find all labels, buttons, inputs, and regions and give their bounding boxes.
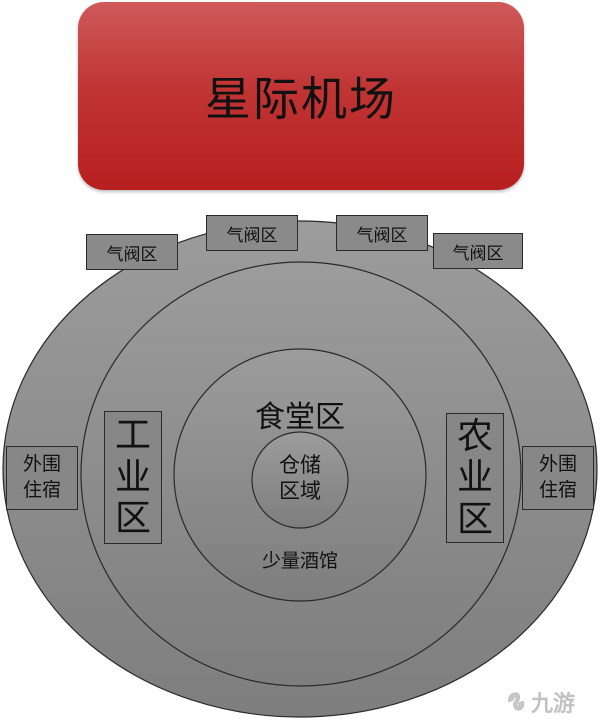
watermark: 九游 — [505, 686, 575, 718]
valve-zone-1: 气阀区 — [86, 234, 178, 270]
valve-zone-label: 气阀区 — [452, 243, 504, 264]
agriculture-zone-box: 农业区 — [446, 413, 504, 543]
valve-zone-label: 气阀区 — [226, 225, 278, 246]
industrial-zone-label: 工业区 — [115, 415, 152, 540]
watermark-text: 九游 — [531, 692, 576, 717]
watermark-logo-icon — [508, 692, 525, 711]
valve-zone-label: 气阀区 — [106, 244, 158, 265]
valve-zone-3: 气阀区 — [336, 215, 428, 251]
valve-zone-4: 气阀区 — [433, 233, 523, 269]
tavern-label: 少量酒馆 — [261, 550, 338, 572]
outer-housing-right-label: 外围住宿 — [538, 453, 577, 501]
outer-housing-left-box: 外围住宿 — [6, 446, 78, 510]
starport-title: 星际机场 — [205, 72, 397, 126]
industrial-zone-box: 工业区 — [104, 411, 162, 544]
valve-zone-label: 气阀区 — [356, 225, 408, 246]
canteen-zone-label: 食堂区 — [255, 400, 345, 435]
core-ring — [251, 431, 349, 529]
starport-title-box: 星际机场 — [78, 2, 524, 190]
storage-zone-label: 仓储区域 — [279, 453, 321, 504]
outer-housing-right-box: 外围住宿 — [522, 446, 594, 510]
valve-zone-2: 气阀区 — [206, 215, 298, 251]
outer-housing-left-label: 外围住宿 — [22, 453, 61, 501]
agriculture-zone-label: 农业区 — [457, 415, 494, 540]
